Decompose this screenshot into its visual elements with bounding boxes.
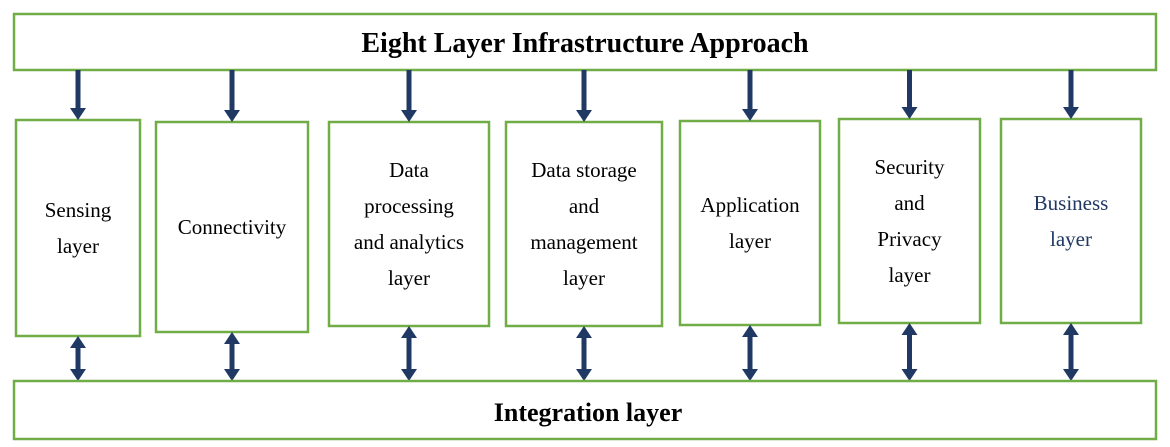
diagram-title: Eight Layer Infrastructure Approach xyxy=(361,28,809,59)
down-arrow xyxy=(224,70,240,122)
down-arrow xyxy=(1063,70,1079,119)
integration-layer-box xyxy=(12,379,1158,441)
layer-box-group: Application layer xyxy=(678,119,822,327)
down-arrow xyxy=(70,70,86,120)
title-box-group: Eight Layer Infrastructure Approach xyxy=(12,12,1158,72)
bidirectional-arrow xyxy=(401,326,417,381)
layer-label-line: and analytics xyxy=(354,230,464,254)
layer-label: Data processing and analytics layer xyxy=(354,158,464,290)
layer-box xyxy=(14,118,142,338)
layer-label-line: layer xyxy=(889,263,931,287)
down-arrow xyxy=(576,70,592,122)
layer-label-line: Privacy xyxy=(877,227,942,251)
layer-label-line: Business xyxy=(1034,191,1109,215)
layer-label-line: Data storage xyxy=(531,158,637,182)
layer-label-line: and xyxy=(569,194,600,218)
layer-label-line: layer xyxy=(57,234,99,258)
bidirectional-arrow xyxy=(224,332,240,381)
layer-label-line: Sensing xyxy=(45,198,112,222)
bidirectional-arrow xyxy=(70,336,86,381)
layer-label-line: management xyxy=(530,230,637,254)
layer-label-line: layer xyxy=(388,266,430,290)
layer-label-line: Security xyxy=(875,155,945,179)
layer-label-line: layer xyxy=(729,229,771,253)
layer-box xyxy=(999,117,1143,325)
layer-box xyxy=(327,120,491,328)
down-arrow xyxy=(401,70,417,122)
bidirectional-arrow xyxy=(576,326,592,381)
layer-box-group: Business layer xyxy=(999,117,1143,325)
layer-box xyxy=(837,117,982,325)
bidirectional-arrow xyxy=(742,325,758,381)
title-box xyxy=(12,12,1158,72)
layer-box xyxy=(154,120,310,334)
layer-label: Data storage and management layer xyxy=(530,158,637,290)
layer-label-line: Connectivity xyxy=(178,215,287,239)
layer-label: Connectivity xyxy=(178,215,287,239)
layer-box xyxy=(504,120,664,328)
bidirectional-arrow xyxy=(1063,323,1079,381)
layer-box-group: Data processing and analytics layer xyxy=(327,120,491,328)
layer-label-line: Data xyxy=(389,158,429,182)
layer-label-line: Application xyxy=(700,193,800,217)
down-arrow xyxy=(901,70,918,119)
down-arrow xyxy=(742,70,758,121)
layer-label: Application layer xyxy=(700,193,800,253)
layers-group: Sensing layer Connectivity Data processing an… xyxy=(14,117,1143,338)
layer-box-group: Connectivity xyxy=(154,120,310,334)
bidirectional-arrow xyxy=(901,323,918,381)
layer-label-line: and xyxy=(894,191,925,215)
layer-box-group: Sensing layer xyxy=(14,118,142,338)
integration-box-group: Integration layer xyxy=(12,379,1158,441)
layer-label-line: processing xyxy=(364,194,454,218)
layer-label: Sensing layer xyxy=(45,198,112,258)
layer-label: Business layer xyxy=(1034,191,1109,251)
layer-box-group: Data storage and management layer xyxy=(504,120,664,328)
arrows-group xyxy=(70,70,1079,381)
layer-label-line: layer xyxy=(1050,227,1092,251)
integration-layer-label: Integration layer xyxy=(494,398,682,427)
layer-box xyxy=(678,119,822,327)
layer-label-line: layer xyxy=(563,266,605,290)
